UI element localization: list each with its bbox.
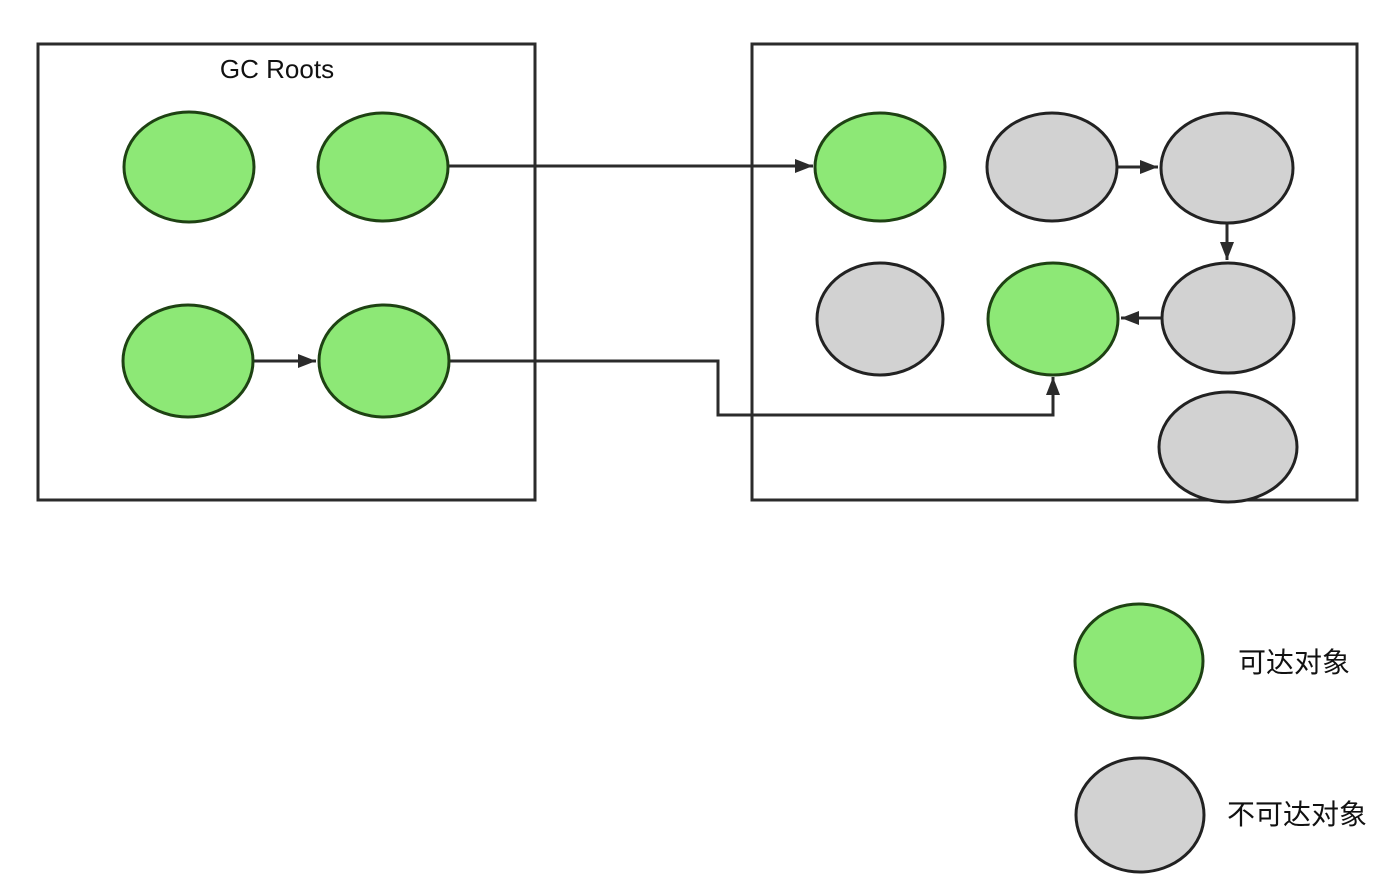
node-heap-6-unreachable [1160,261,1296,375]
legend-unreachable-swatch [1074,756,1206,874]
node-gc-root-4-reachable [317,303,451,419]
node-heap-2-unreachable [985,111,1119,223]
edge-gc-root-4-to-heap-5 [449,359,1060,417]
node-gc-root-3-reachable [121,303,255,419]
node-heap-3-unreachable [1159,111,1295,225]
node-heap-5-reachable [986,261,1120,377]
node-gc-root-1-reachable [122,110,256,224]
legend-reachable-swatch [1073,602,1205,720]
reference-edges [253,159,1234,417]
legend-unreachable-label: 不可达对象 [1227,799,1367,830]
node-heap-7-unreachable [1157,390,1299,504]
region-box-heap [750,42,1359,502]
node-heap-4-unreachable [815,261,945,377]
gc-roots-title: GC Roots [220,54,334,84]
legend: 可达对象 不可达对象 [1073,602,1367,874]
node-heap-1-reachable [813,111,947,223]
legend-reachable-label: 可达对象 [1238,647,1350,678]
node-gc-root-2-reachable [316,111,450,223]
region-boxes [36,42,1359,502]
region-box-gc-roots [36,42,537,502]
object-nodes [121,110,1299,504]
